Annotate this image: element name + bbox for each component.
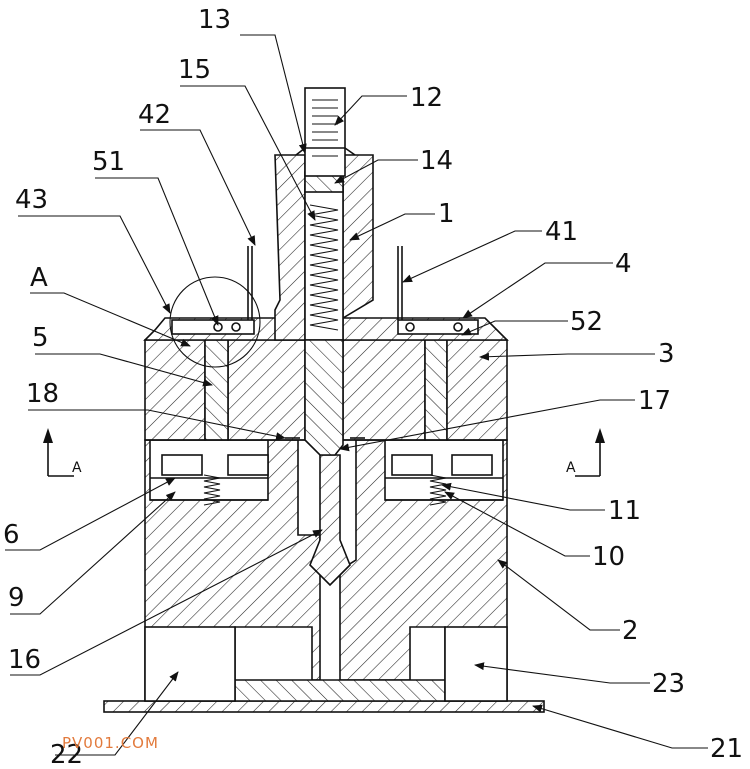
callout-21: 21 [710, 734, 743, 764]
chamber-left [144, 626, 236, 702]
callout-43: 43 [15, 185, 48, 215]
left-pocket [149, 439, 269, 506]
callout-1: 1 [438, 199, 455, 229]
callout-3: 3 [658, 339, 675, 369]
callout-12: 12 [410, 83, 443, 113]
section-label-left: A [72, 460, 82, 476]
callout-18: 18 [26, 379, 59, 409]
callout-42: 42 [138, 100, 171, 130]
callout-15: 15 [178, 55, 211, 85]
section-label-right: A [566, 460, 576, 476]
section-marker-right [575, 428, 605, 477]
callout-22: 22 [50, 740, 83, 769]
callout-13: 13 [198, 5, 231, 35]
detail-circle [169, 276, 261, 368]
callout-52: 52 [570, 307, 603, 337]
callout-10: 10 [592, 542, 625, 572]
section-marker-left [43, 428, 74, 477]
callout-17: 17 [638, 386, 671, 416]
callout-23: 23 [652, 669, 685, 699]
callout-6: 6 [3, 520, 20, 550]
callout-16: 16 [8, 645, 41, 675]
base-plate [103, 700, 545, 713]
detail-label-a: A [30, 263, 48, 293]
callout-51: 51 [92, 147, 125, 177]
chamber-right [444, 626, 508, 702]
callout-11: 11 [608, 496, 641, 526]
lower-body [144, 439, 508, 702]
watermark: PV001.COM [62, 734, 159, 752]
callout-5: 5 [32, 323, 49, 353]
right-pocket [384, 439, 504, 506]
leader-lines [5, 34, 708, 756]
callout-2: 2 [622, 616, 639, 646]
callout-9: 9 [8, 583, 25, 613]
pins [247, 246, 403, 320]
cover-plate [143, 317, 509, 341]
callout-41: 41 [545, 217, 578, 247]
callout-14: 14 [420, 146, 453, 176]
callout-4: 4 [615, 249, 632, 279]
